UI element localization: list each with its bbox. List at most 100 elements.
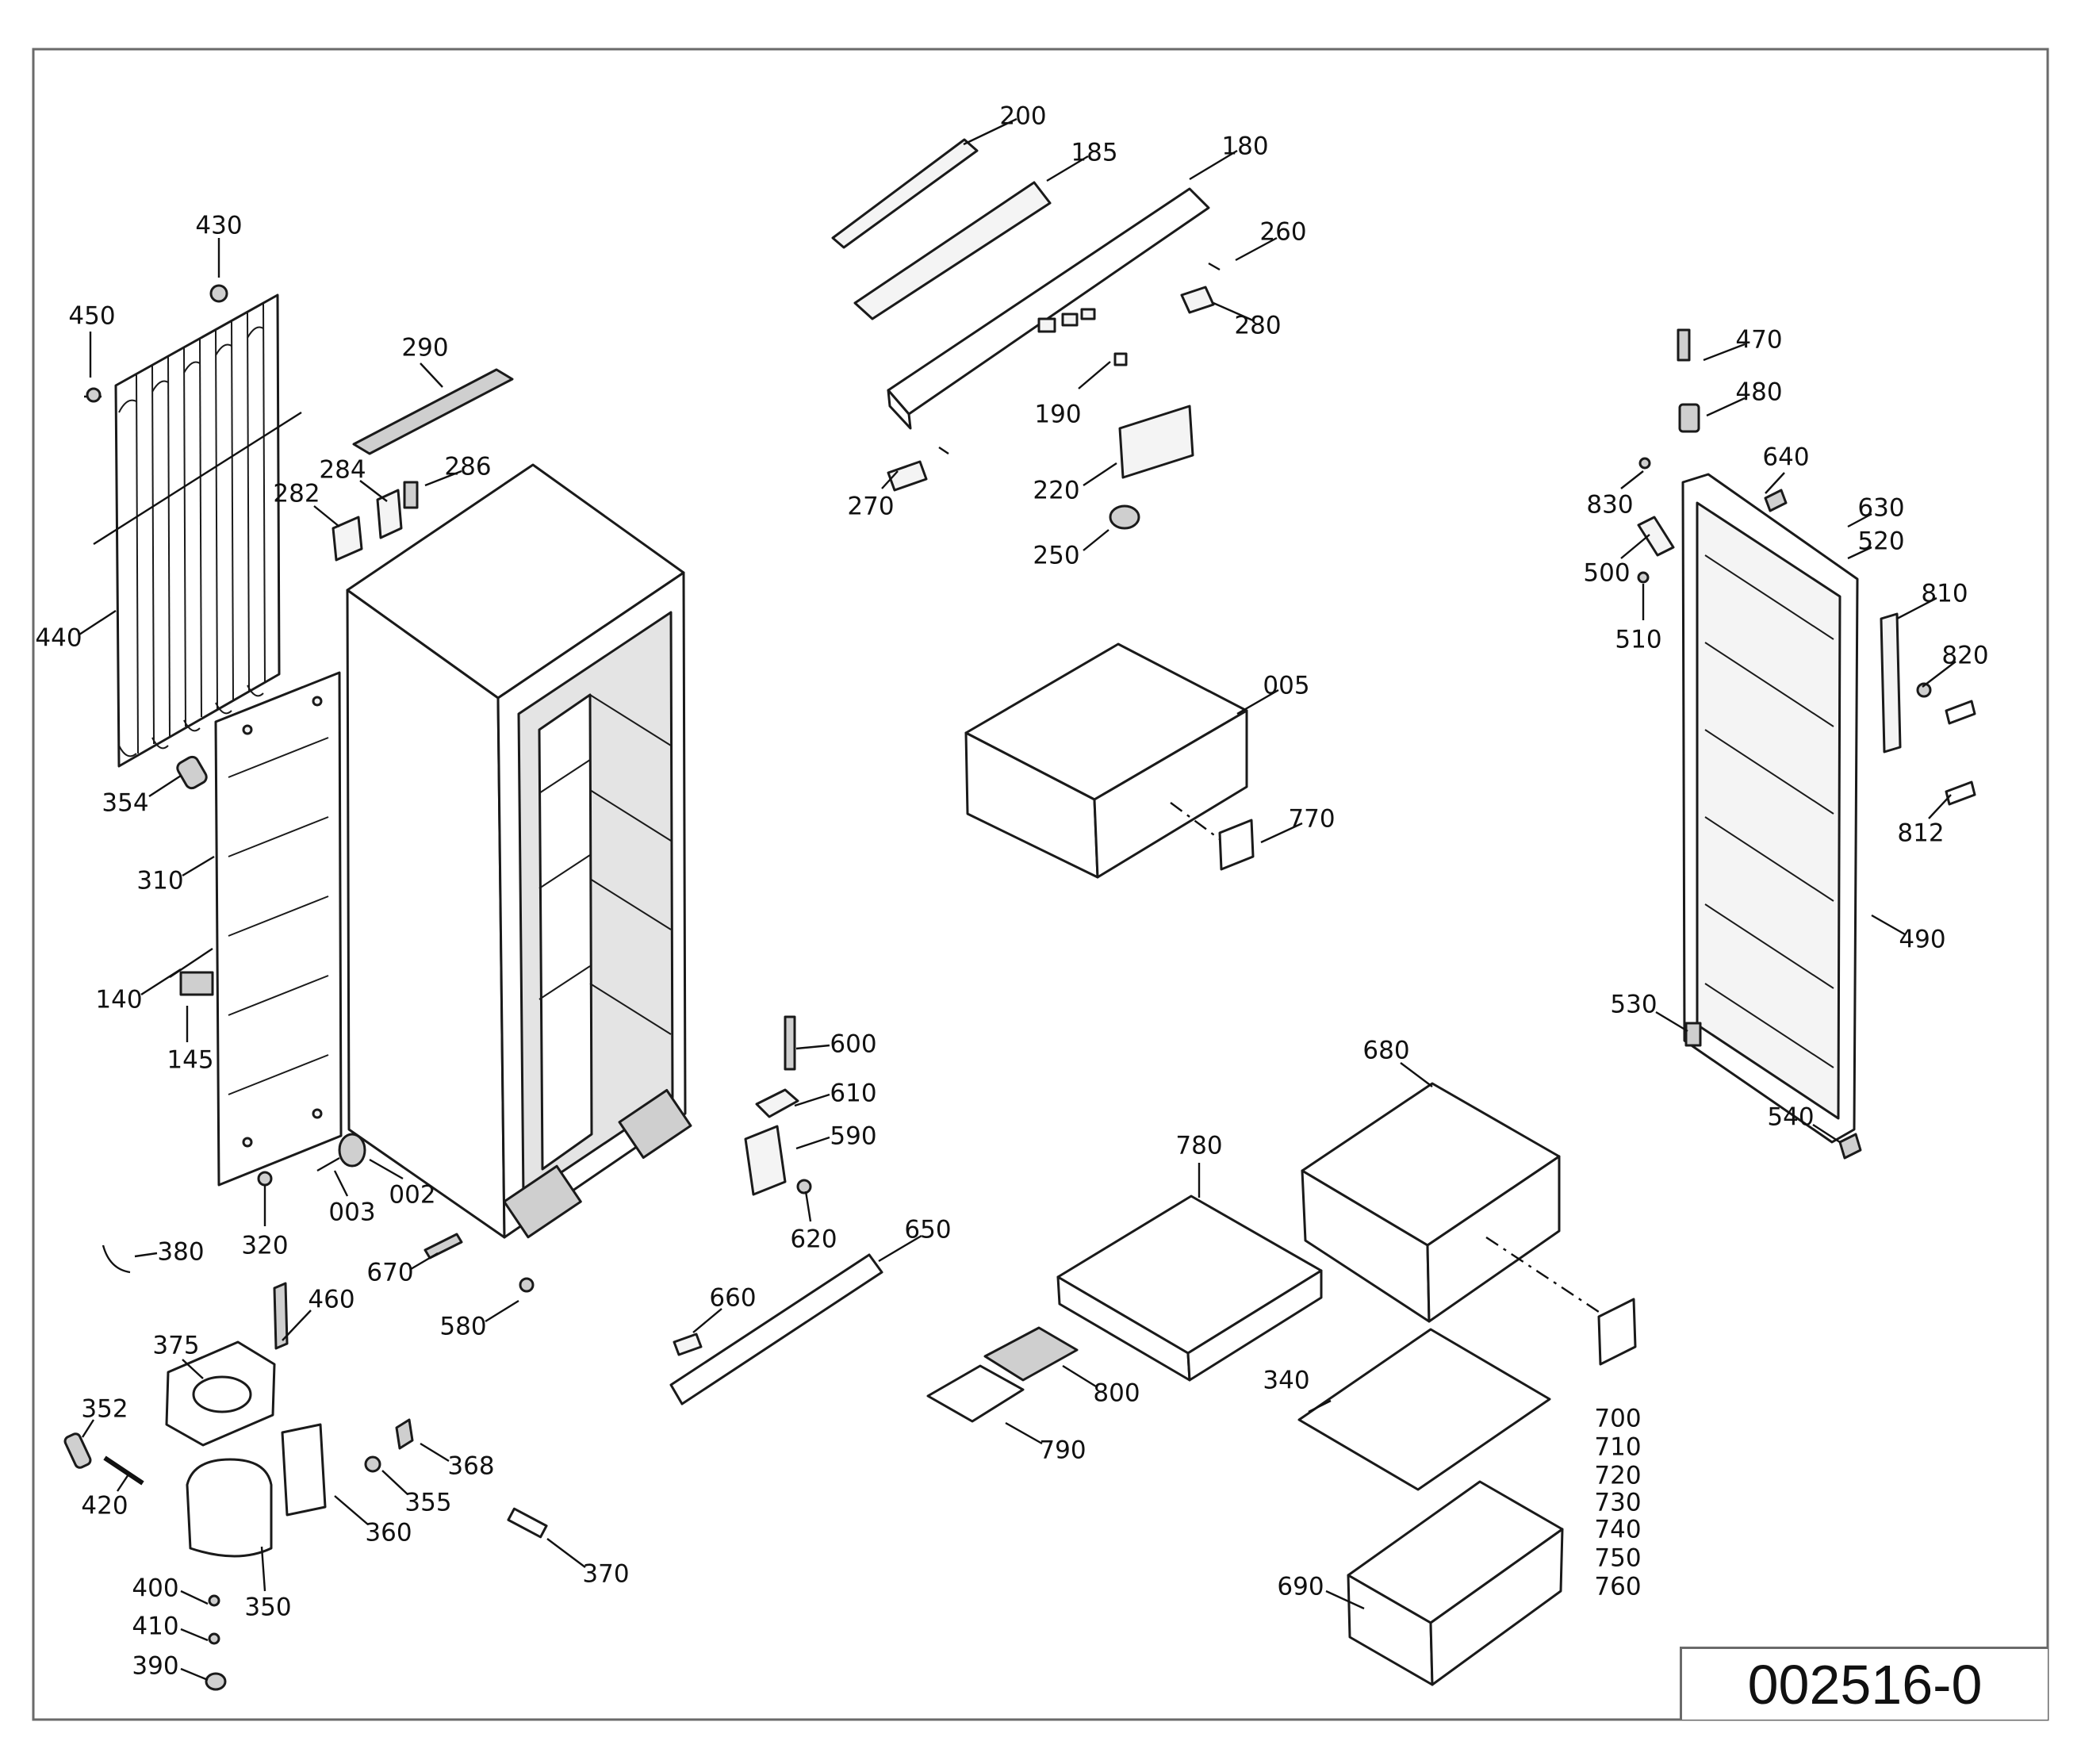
- leader-282: [313, 505, 340, 527]
- callout-630: 630: [1857, 494, 1904, 523]
- callout-180: 180: [1221, 132, 1268, 161]
- leader-820: [1922, 661, 1956, 688]
- sensor-clip: [179, 971, 214, 996]
- compressor-mount-hole: [192, 1375, 252, 1413]
- leader-530: [1655, 1010, 1688, 1033]
- leader-390: [180, 1667, 209, 1682]
- callout-200: 200: [999, 102, 1046, 131]
- leader-800: [1062, 1364, 1097, 1388]
- callout-190: 190: [1034, 401, 1081, 429]
- callout-650: 650: [904, 1216, 951, 1244]
- leader-310: [182, 855, 215, 877]
- leader-280: [1213, 301, 1254, 322]
- hinge-bush: [755, 1088, 799, 1118]
- capillary-tube: [273, 1282, 289, 1350]
- thermostat-box: [1118, 405, 1194, 479]
- hinge-bolt: [1677, 328, 1691, 362]
- process-tube: [103, 1455, 144, 1486]
- control-housing: [853, 181, 1052, 320]
- power-cord: [102, 1244, 131, 1274]
- callout-680: 680: [1362, 1037, 1409, 1065]
- callout-700: 700: [1594, 1405, 1641, 1433]
- handle-screw: [1916, 682, 1932, 698]
- callout-800: 800: [1093, 1379, 1140, 1408]
- clamp: [395, 1418, 414, 1450]
- leader-260: [1235, 236, 1278, 262]
- door-foot: [1838, 1133, 1862, 1160]
- callout-810: 810: [1921, 580, 1968, 608]
- clip-left: [887, 460, 928, 492]
- callout-830: 830: [1586, 491, 1633, 520]
- hinge-bracket: [744, 1125, 787, 1196]
- callout-480: 480: [1735, 378, 1782, 407]
- handle-cap-bottom: [1945, 780, 1976, 806]
- shelf-tray: [1056, 1195, 1323, 1382]
- callout-530: 530: [1610, 991, 1657, 1019]
- callout-600: 600: [830, 1030, 876, 1059]
- screw-mid: [1637, 571, 1650, 584]
- callout-005: 005: [1263, 672, 1309, 700]
- front-fascia: [887, 187, 1210, 430]
- bracket-pin: [403, 481, 419, 509]
- leader-368: [420, 1442, 450, 1463]
- drawer-large: [1301, 1082, 1600, 1323]
- bolt: [208, 1594, 220, 1607]
- door-cap: [1764, 489, 1788, 512]
- callout-355: 355: [404, 1489, 451, 1517]
- leader-630: [1847, 512, 1872, 528]
- ice-cube-tray: [926, 1364, 1025, 1423]
- condenser-screw: [84, 387, 102, 403]
- callout-720: 720: [1594, 1462, 1641, 1490]
- leader-185: [1046, 155, 1089, 182]
- leader-500: [1620, 534, 1650, 559]
- leader-680: [1400, 1062, 1433, 1087]
- callout-660: 660: [709, 1284, 756, 1313]
- callout-440: 440: [35, 624, 82, 653]
- callout-760: 760: [1594, 1573, 1641, 1601]
- rubber-foot: [205, 1672, 227, 1691]
- callout-620: 620: [790, 1225, 837, 1254]
- leader-380: [134, 1252, 158, 1258]
- callout-790: 790: [1039, 1436, 1086, 1465]
- leader-002: [369, 1158, 404, 1180]
- callout-430: 430: [195, 212, 242, 240]
- callout-282: 282: [273, 480, 320, 508]
- callout-290: 290: [401, 334, 448, 362]
- callout-286: 286: [444, 453, 491, 481]
- callout-780: 780: [1175, 1132, 1222, 1160]
- leader-812: [1928, 794, 1952, 819]
- callout-820: 820: [1941, 642, 1988, 670]
- leader-200: [963, 117, 1018, 146]
- clip-right: [1180, 286, 1215, 314]
- kick-plate: [669, 1253, 883, 1405]
- callout-280: 280: [1234, 312, 1281, 340]
- screw-top: [1638, 457, 1651, 470]
- leader-352: [81, 1419, 95, 1438]
- callout-354: 354: [102, 789, 148, 818]
- leader-410: [180, 1628, 209, 1642]
- callout-220: 220: [1033, 477, 1079, 505]
- leader-660: [692, 1308, 722, 1333]
- bracket-strip: [423, 1233, 463, 1260]
- leader-650: [878, 1234, 922, 1263]
- leader-790: [1005, 1421, 1043, 1445]
- hinge-pin: [784, 1015, 796, 1071]
- condenser: [93, 293, 302, 768]
- callout-360: 360: [365, 1519, 412, 1547]
- callout-400: 400: [132, 1574, 178, 1603]
- leader-003: [333, 1170, 349, 1197]
- washer: [208, 1632, 220, 1645]
- callout-270: 270: [847, 493, 894, 521]
- drawer-label: [1218, 819, 1255, 871]
- door-stop: [1637, 516, 1675, 557]
- hinge-bushing: [1678, 403, 1700, 433]
- control-knob: [1109, 504, 1140, 530]
- callout-352: 352: [81, 1395, 128, 1424]
- leader-350: [260, 1546, 266, 1592]
- fascia-screw-left: [938, 447, 949, 454]
- callout-690: 690: [1277, 1573, 1324, 1601]
- leader-005: [1236, 688, 1279, 715]
- callout-003: 003: [328, 1198, 375, 1227]
- glass-shelf: [1297, 1328, 1551, 1491]
- callout-500: 500: [1583, 559, 1630, 588]
